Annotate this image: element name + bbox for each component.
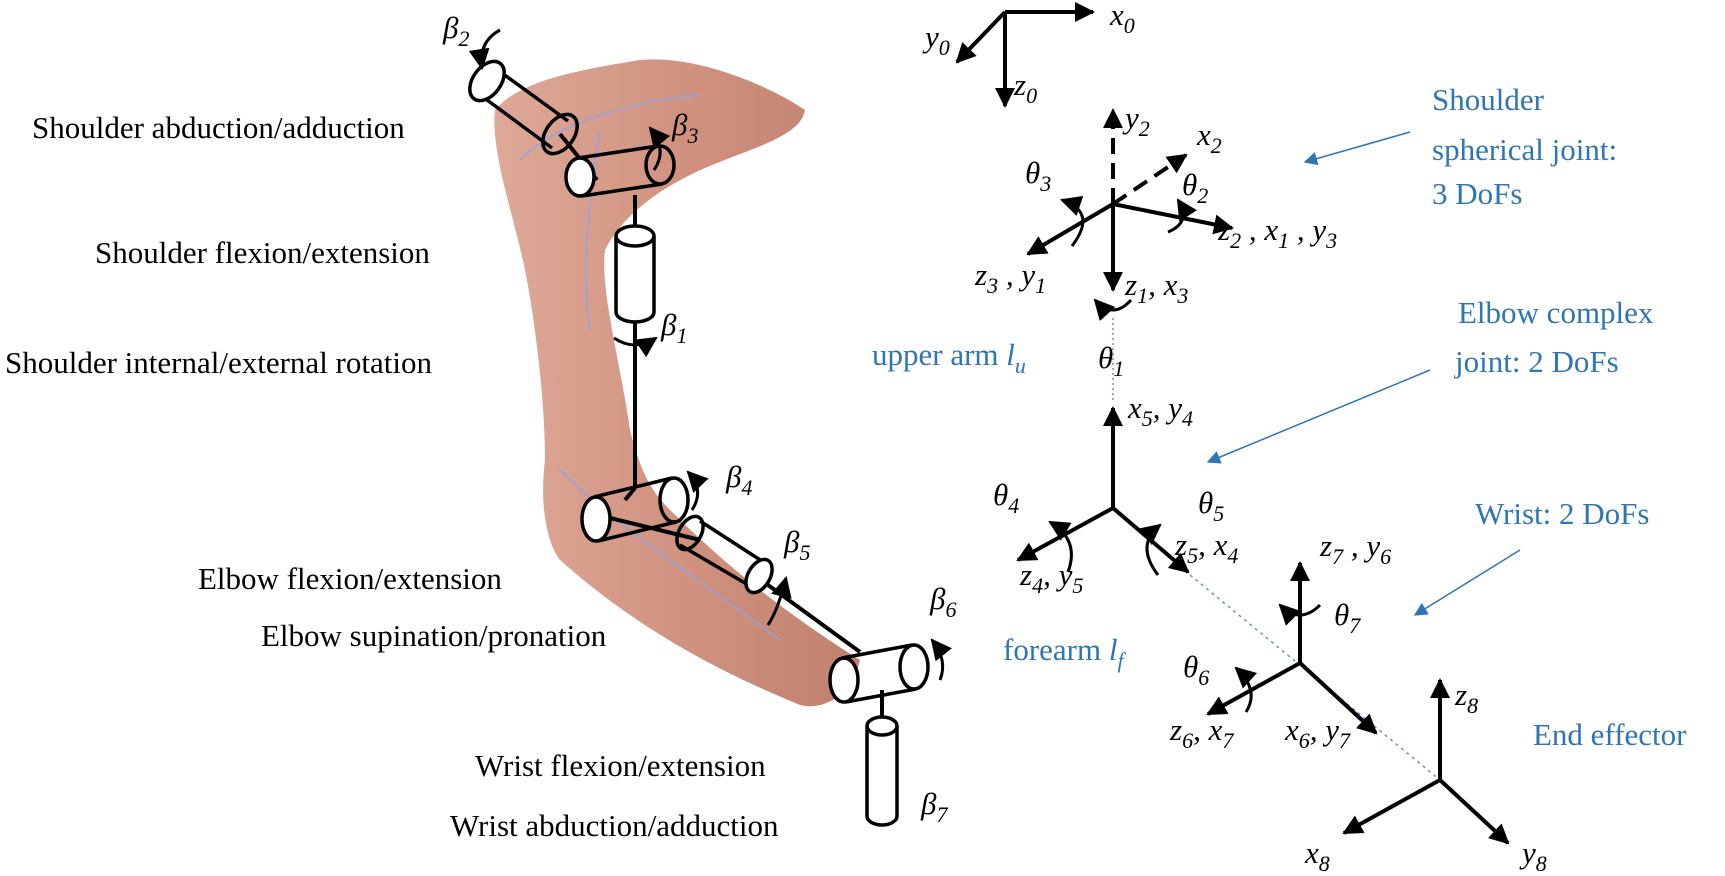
theta7-label: θ7 xyxy=(1334,597,1361,638)
beta5-rotation-arrow xyxy=(766,575,792,626)
x6-y7-label: x6, y7 xyxy=(1284,712,1351,753)
elbow-supination-cylinder xyxy=(675,514,774,595)
shoulder-note-line2: spherical joint: xyxy=(1432,132,1617,167)
beta4-label: β4 xyxy=(725,459,752,500)
beta1-rotation-arrow xyxy=(613,336,658,358)
z7-y6-label: z7 , y6 xyxy=(1319,528,1391,569)
beta6-rotation-arrow xyxy=(930,638,953,681)
elbow-note-line1: Elbow complex xyxy=(1458,295,1654,330)
y8-label: y8 xyxy=(1519,835,1547,876)
beta4-rotation-arrow xyxy=(686,470,709,511)
theta2-label: θ2 xyxy=(1182,167,1208,208)
label-wrist-flexion: Wrist flexion/extension xyxy=(475,748,766,783)
wrist-abduction-cylinder xyxy=(865,715,899,827)
label-elbow-supination: Elbow supination/pronation xyxy=(261,618,607,653)
label-wrist-abduction: Wrist abduction/adduction xyxy=(450,808,779,843)
wrist-frames: z7 , y6 θ7 θ6 z6, x7 x6, y7 xyxy=(1169,528,1391,753)
theta3-rotation-arrow xyxy=(1060,196,1085,247)
arm-dof-labels: Shoulder abduction/adduction Shoulder fl… xyxy=(5,110,779,843)
label-elbow-flexion: Elbow flexion/extension xyxy=(198,561,502,596)
elbow-note-line2: joint: 2 DoFs xyxy=(1454,344,1619,379)
z8-label: z8 xyxy=(1454,677,1478,718)
shoulder-rotation-cylinder xyxy=(614,224,656,324)
x0-label: x0 xyxy=(1109,0,1135,38)
elbow-frames: x5, y4 θ4 θ5 z5, x4 z4, y5 xyxy=(993,390,1238,598)
beta3-label: β3 xyxy=(671,107,698,148)
forearm-label: forearm lf xyxy=(1003,632,1126,673)
x5-y4-label: x5, y4 xyxy=(1127,390,1193,431)
label-shoulder-abduction: Shoulder abduction/adduction xyxy=(32,110,405,145)
frame-8: z8 x8 y8 xyxy=(1304,677,1547,876)
y0-label: y0 xyxy=(922,19,950,60)
z1-x3-label: z1, x3 xyxy=(1124,267,1188,308)
theta5-label: θ5 xyxy=(1198,485,1224,526)
beta3-rotation-arrow xyxy=(648,126,671,171)
x8-label: x8 xyxy=(1304,835,1330,876)
label-shoulder-flexion: Shoulder flexion/extension xyxy=(95,235,430,270)
theta3-label: θ3 xyxy=(1025,155,1051,196)
label-shoulder-rotation: Shoulder internal/external rotation xyxy=(5,345,432,380)
x2-label: x2 xyxy=(1196,117,1222,158)
elbow-flexion-cylinder xyxy=(580,476,690,543)
shoulder-flexion-cylinder xyxy=(564,144,676,198)
z0-label: z0 xyxy=(1013,67,1037,108)
z6-x7-label: z6, x7 xyxy=(1169,712,1234,753)
theta6-label: θ6 xyxy=(1183,649,1209,690)
arm-joint-chain xyxy=(468,28,953,827)
shoulder-note-pointer xyxy=(1303,131,1411,166)
upper-arm-label: upper arm lu xyxy=(872,337,1026,378)
z3-y1-label: z3 , y1 xyxy=(974,257,1046,298)
theta2-rotation-arrow xyxy=(1167,198,1198,234)
arm-muscle-illustration xyxy=(494,59,860,707)
beta-labels: β2 β3 β1 β4 β5 β6 β7 xyxy=(442,10,956,827)
z5-x4-label: z5, x4 xyxy=(1174,527,1238,568)
z2-x1-y3-label: z2 , x1 , y3 xyxy=(1217,212,1337,253)
theta4-label: θ4 xyxy=(993,477,1019,518)
wrist-note: Wrist: 2 DoFs xyxy=(1475,496,1649,531)
joint-annotations: Shoulder spherical joint: 3 DoFs Elbow c… xyxy=(1206,82,1687,752)
theta4-rotation-arrow xyxy=(1048,520,1073,573)
end-effector-note: End effector xyxy=(1533,717,1687,752)
beta2-label: β2 xyxy=(442,10,469,51)
beta1-label: β1 xyxy=(660,307,687,348)
wrist-note-pointer xyxy=(1413,549,1521,616)
theta5-rotation-arrow xyxy=(1138,523,1162,576)
beta5-label: β5 xyxy=(783,524,810,565)
shoulder-note-line3: 3 DoFs xyxy=(1432,176,1522,211)
shoulder-abduction-cylinder xyxy=(468,59,579,156)
beta7-label: β7 xyxy=(920,786,948,827)
elbow-note-pointer xyxy=(1206,369,1431,464)
theta1-rotation-arrow xyxy=(1093,298,1133,322)
shoulder-note-line1: Shoulder xyxy=(1432,82,1545,117)
theta7-rotation-arrow xyxy=(1278,603,1322,626)
frame-0: x0 y0 z0 xyxy=(922,0,1135,108)
shoulder-frames: y2 x2 θ3 θ2 z2 , x1 , y3 z3 , y1 z1, x3 … xyxy=(974,100,1337,381)
beta2-rotation-arrow xyxy=(468,28,501,71)
theta6-rotation-arrow xyxy=(1234,666,1258,713)
beta6-label: β6 xyxy=(929,581,956,622)
y2-label: y2 xyxy=(1122,100,1150,141)
z4-y5-label: z4, y5 xyxy=(1019,557,1083,598)
theta1-label: θ1 xyxy=(1098,340,1124,381)
